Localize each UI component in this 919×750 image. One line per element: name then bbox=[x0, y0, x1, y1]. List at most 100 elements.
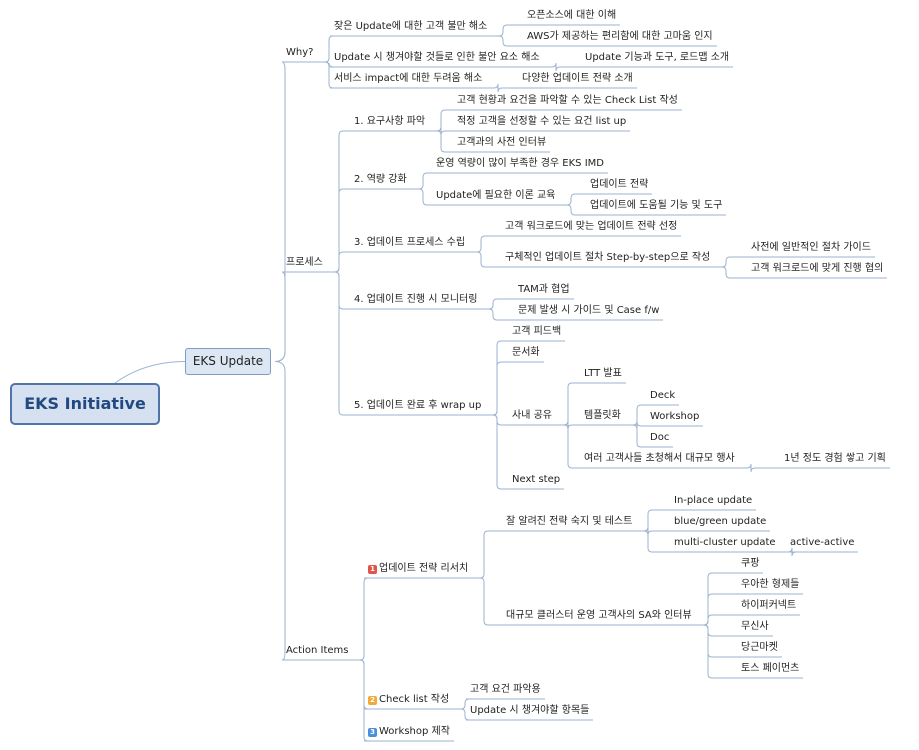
step5-feedback[interactable]: 고객 피드백 bbox=[512, 326, 562, 337]
edge-branch-process-process-step-1 bbox=[327, 130, 350, 273]
process-step-3[interactable]: 3. 업데이트 프로세스 수립 bbox=[354, 237, 466, 248]
step4-case[interactable]: 문제 발생 시 가이드 및 Case f/w bbox=[518, 305, 660, 316]
branch-why[interactable]: Why? bbox=[286, 47, 314, 58]
edge-process-step-1-step1-checklist bbox=[429, 109, 453, 132]
step2-strategy[interactable]: 업데이트 전략 bbox=[590, 179, 649, 190]
process-step-1[interactable]: 1. 요구사항 파악 bbox=[354, 116, 426, 127]
step2-imd[interactable]: 운영 역량이 많이 부족한 경우 EKS IMD bbox=[436, 158, 604, 169]
action2-requirements[interactable]: 고객 요건 파악용 bbox=[470, 684, 541, 695]
edge-step3-step-by-step-step3-general-guide bbox=[714, 256, 747, 268]
edge-branch-action-items-action-item-3 bbox=[352, 659, 369, 742]
event-plan[interactable]: 1년 정도 경험 쌓고 기획 bbox=[784, 453, 886, 464]
why-item-anxiety[interactable]: Update 시 챙겨야할 것들로 인한 불안 요소 해소 bbox=[334, 52, 540, 63]
edge-root-main bbox=[114, 361, 186, 384]
edge-main-branch-why bbox=[274, 61, 286, 362]
edge-branch-process-process-step-2 bbox=[327, 188, 350, 273]
strategy-multicluster[interactable]: multi-cluster update bbox=[674, 537, 776, 548]
step4-tam[interactable]: TAM과 협업 bbox=[518, 284, 570, 295]
step2-tools[interactable]: 업데이트에 도움될 기능 및 도구 bbox=[590, 200, 723, 211]
process-step-5[interactable]: 5. 업데이트 완료 후 wrap up bbox=[354, 400, 482, 411]
why-strategies[interactable]: 다양한 업데이트 전략 소개 bbox=[522, 73, 633, 84]
template-doc[interactable]: Doc bbox=[650, 432, 670, 443]
strategy-inplace[interactable]: In-place update bbox=[674, 495, 753, 506]
process-step-4[interactable]: 4. 업데이트 진행 시 모니터링 bbox=[354, 294, 478, 305]
edge-share-template-template-doc bbox=[625, 424, 646, 448]
company-musinsa[interactable]: 무신사 bbox=[741, 621, 769, 632]
edge-process-step-5-step5-feedback bbox=[485, 340, 508, 416]
main-topic[interactable]: EKS Update bbox=[185, 348, 271, 375]
share-event[interactable]: 여러 고객사들 초청해서 대규모 행사 bbox=[584, 453, 735, 464]
edge-main-branch-action-items bbox=[274, 361, 286, 661]
step5-next[interactable]: Next step bbox=[512, 474, 561, 485]
edge-share-template-template-workshop bbox=[625, 421, 646, 430]
why-item-impact[interactable]: 서비스 impact에 대한 두려움 해소 bbox=[334, 73, 483, 84]
step3-workload[interactable]: 고객 워크로드에 맞게 진행 협의 bbox=[751, 263, 884, 274]
edge-process-step-4-step4-case bbox=[481, 308, 514, 321]
edge-process-step-3-step3-step-by-step bbox=[469, 251, 501, 268]
edge-share-template-template-deck bbox=[625, 404, 646, 426]
edge-process-step-1-step1-requirements bbox=[429, 126, 453, 136]
edge-action1-known-strategies-strategy-inplace bbox=[636, 509, 670, 532]
edge-step2-theory-step2-strategy bbox=[559, 193, 586, 206]
step2-theory[interactable]: Update에 필요한 이론 교육 bbox=[436, 190, 556, 201]
company-hyperconnect[interactable]: 하이퍼커넥트 bbox=[741, 600, 797, 611]
company-coupang[interactable]: 쿠팡 bbox=[741, 558, 760, 569]
edge-action1-interview-company-musinsa bbox=[696, 624, 737, 637]
why-item-complaints[interactable]: 잦은 Update에 대한 고객 불만 해소 bbox=[334, 21, 488, 32]
action2-checkitems[interactable]: Update 시 챙겨야할 항목들 bbox=[470, 705, 590, 716]
edge-action-item-2-action2-checkitems bbox=[453, 708, 470, 721]
branch-action-items[interactable]: Action Items bbox=[286, 645, 349, 656]
step3-general-guide[interactable]: 사전에 일반적인 절차 가이드 bbox=[751, 242, 871, 253]
priority-2-badge: 2 bbox=[368, 695, 377, 705]
share-template[interactable]: 템플릿화 bbox=[584, 410, 621, 421]
edge-why-item-impact-why-strategies bbox=[486, 83, 518, 93]
company-daangn[interactable]: 당근마켓 bbox=[741, 642, 778, 653]
company-toss[interactable]: 토스 페이먼츠 bbox=[741, 663, 800, 674]
process-step-2[interactable]: 2. 역량 강화 bbox=[354, 174, 407, 185]
edge-process-step-5-step5-docs bbox=[485, 361, 508, 416]
edge-action1-interview-company-daangn bbox=[696, 624, 737, 658]
action1-interview[interactable]: 대규모 클러스터 운영 고객사의 SA와 인터뷰 bbox=[506, 610, 692, 621]
multicluster-active-active[interactable]: active-active bbox=[790, 537, 855, 548]
strategy-bluegreen[interactable]: blue/green update bbox=[674, 516, 767, 527]
action1-known-strategies[interactable]: 잘 알려진 전략 숙지 및 테스트 bbox=[506, 516, 633, 527]
root-topic[interactable]: EKS Initiative bbox=[10, 383, 160, 425]
step3-select-strategy[interactable]: 고객 워크로드에 맞는 업데이트 전략 선정 bbox=[505, 221, 678, 232]
share-ltt[interactable]: LTT 발표 bbox=[584, 368, 622, 379]
edge-main-branch-process bbox=[274, 271, 286, 362]
edge-step3-step-by-step-step3-workload bbox=[714, 266, 747, 279]
branch-process[interactable]: 프로세스 bbox=[286, 257, 323, 268]
edge-share-event-event-plan bbox=[739, 463, 780, 473]
edge-step5-share-share-event bbox=[556, 424, 580, 469]
edge-branch-process-process-step-3 bbox=[327, 251, 350, 273]
step5-docs[interactable]: 문서화 bbox=[512, 347, 540, 358]
company-woowa[interactable]: 우아한 형제들 bbox=[741, 579, 800, 590]
edge-action-item-1-action1-interview bbox=[472, 577, 502, 626]
edge-branch-why-why-item-anxiety bbox=[317, 61, 334, 68]
why-update-tools[interactable]: Update 기능과 도구, 로드맵 소개 bbox=[585, 52, 730, 63]
priority-1-badge: 1 bbox=[368, 564, 377, 574]
step3-step-by-step[interactable]: 구체적인 업데이트 절차 Step-by-step으로 작성 bbox=[505, 252, 711, 263]
edge-branch-why-why-item-complaints bbox=[317, 35, 334, 63]
edge-action1-interview-company-hyperconnect bbox=[696, 614, 737, 626]
why-aws-convenience[interactable]: AWS가 제공하는 편리함에 대한 고마움 인지 bbox=[527, 31, 713, 42]
step5-share[interactable]: 사내 공유 bbox=[512, 410, 552, 421]
step1-requirements[interactable]: 적정 고객을 선정할 수 있는 요건 list up bbox=[457, 116, 627, 127]
edge-branch-why-why-item-impact bbox=[317, 61, 334, 89]
template-workshop[interactable]: Workshop bbox=[650, 411, 700, 422]
why-opensource[interactable]: 오픈소스에 대한 이해 bbox=[527, 10, 617, 21]
step1-interview[interactable]: 고객과의 사전 인터뷰 bbox=[457, 137, 547, 148]
edge-action1-interview-company-woowa bbox=[696, 593, 737, 626]
edge-why-item-complaints-why-aws-convenience bbox=[491, 35, 523, 47]
edge-step2-theory-step2-tools bbox=[559, 204, 586, 216]
edge-process-step-2-step2-theory bbox=[411, 188, 432, 206]
template-deck[interactable]: Deck bbox=[650, 390, 676, 401]
priority-3-badge: 3 bbox=[368, 727, 377, 737]
edge-branch-action-items-action-item-2 bbox=[352, 659, 369, 710]
edge-branch-process-process-step-5 bbox=[327, 271, 350, 416]
step1-checklist[interactable]: 고객 현황과 요건을 파악할 수 있는 Check List 작성 bbox=[457, 95, 678, 106]
